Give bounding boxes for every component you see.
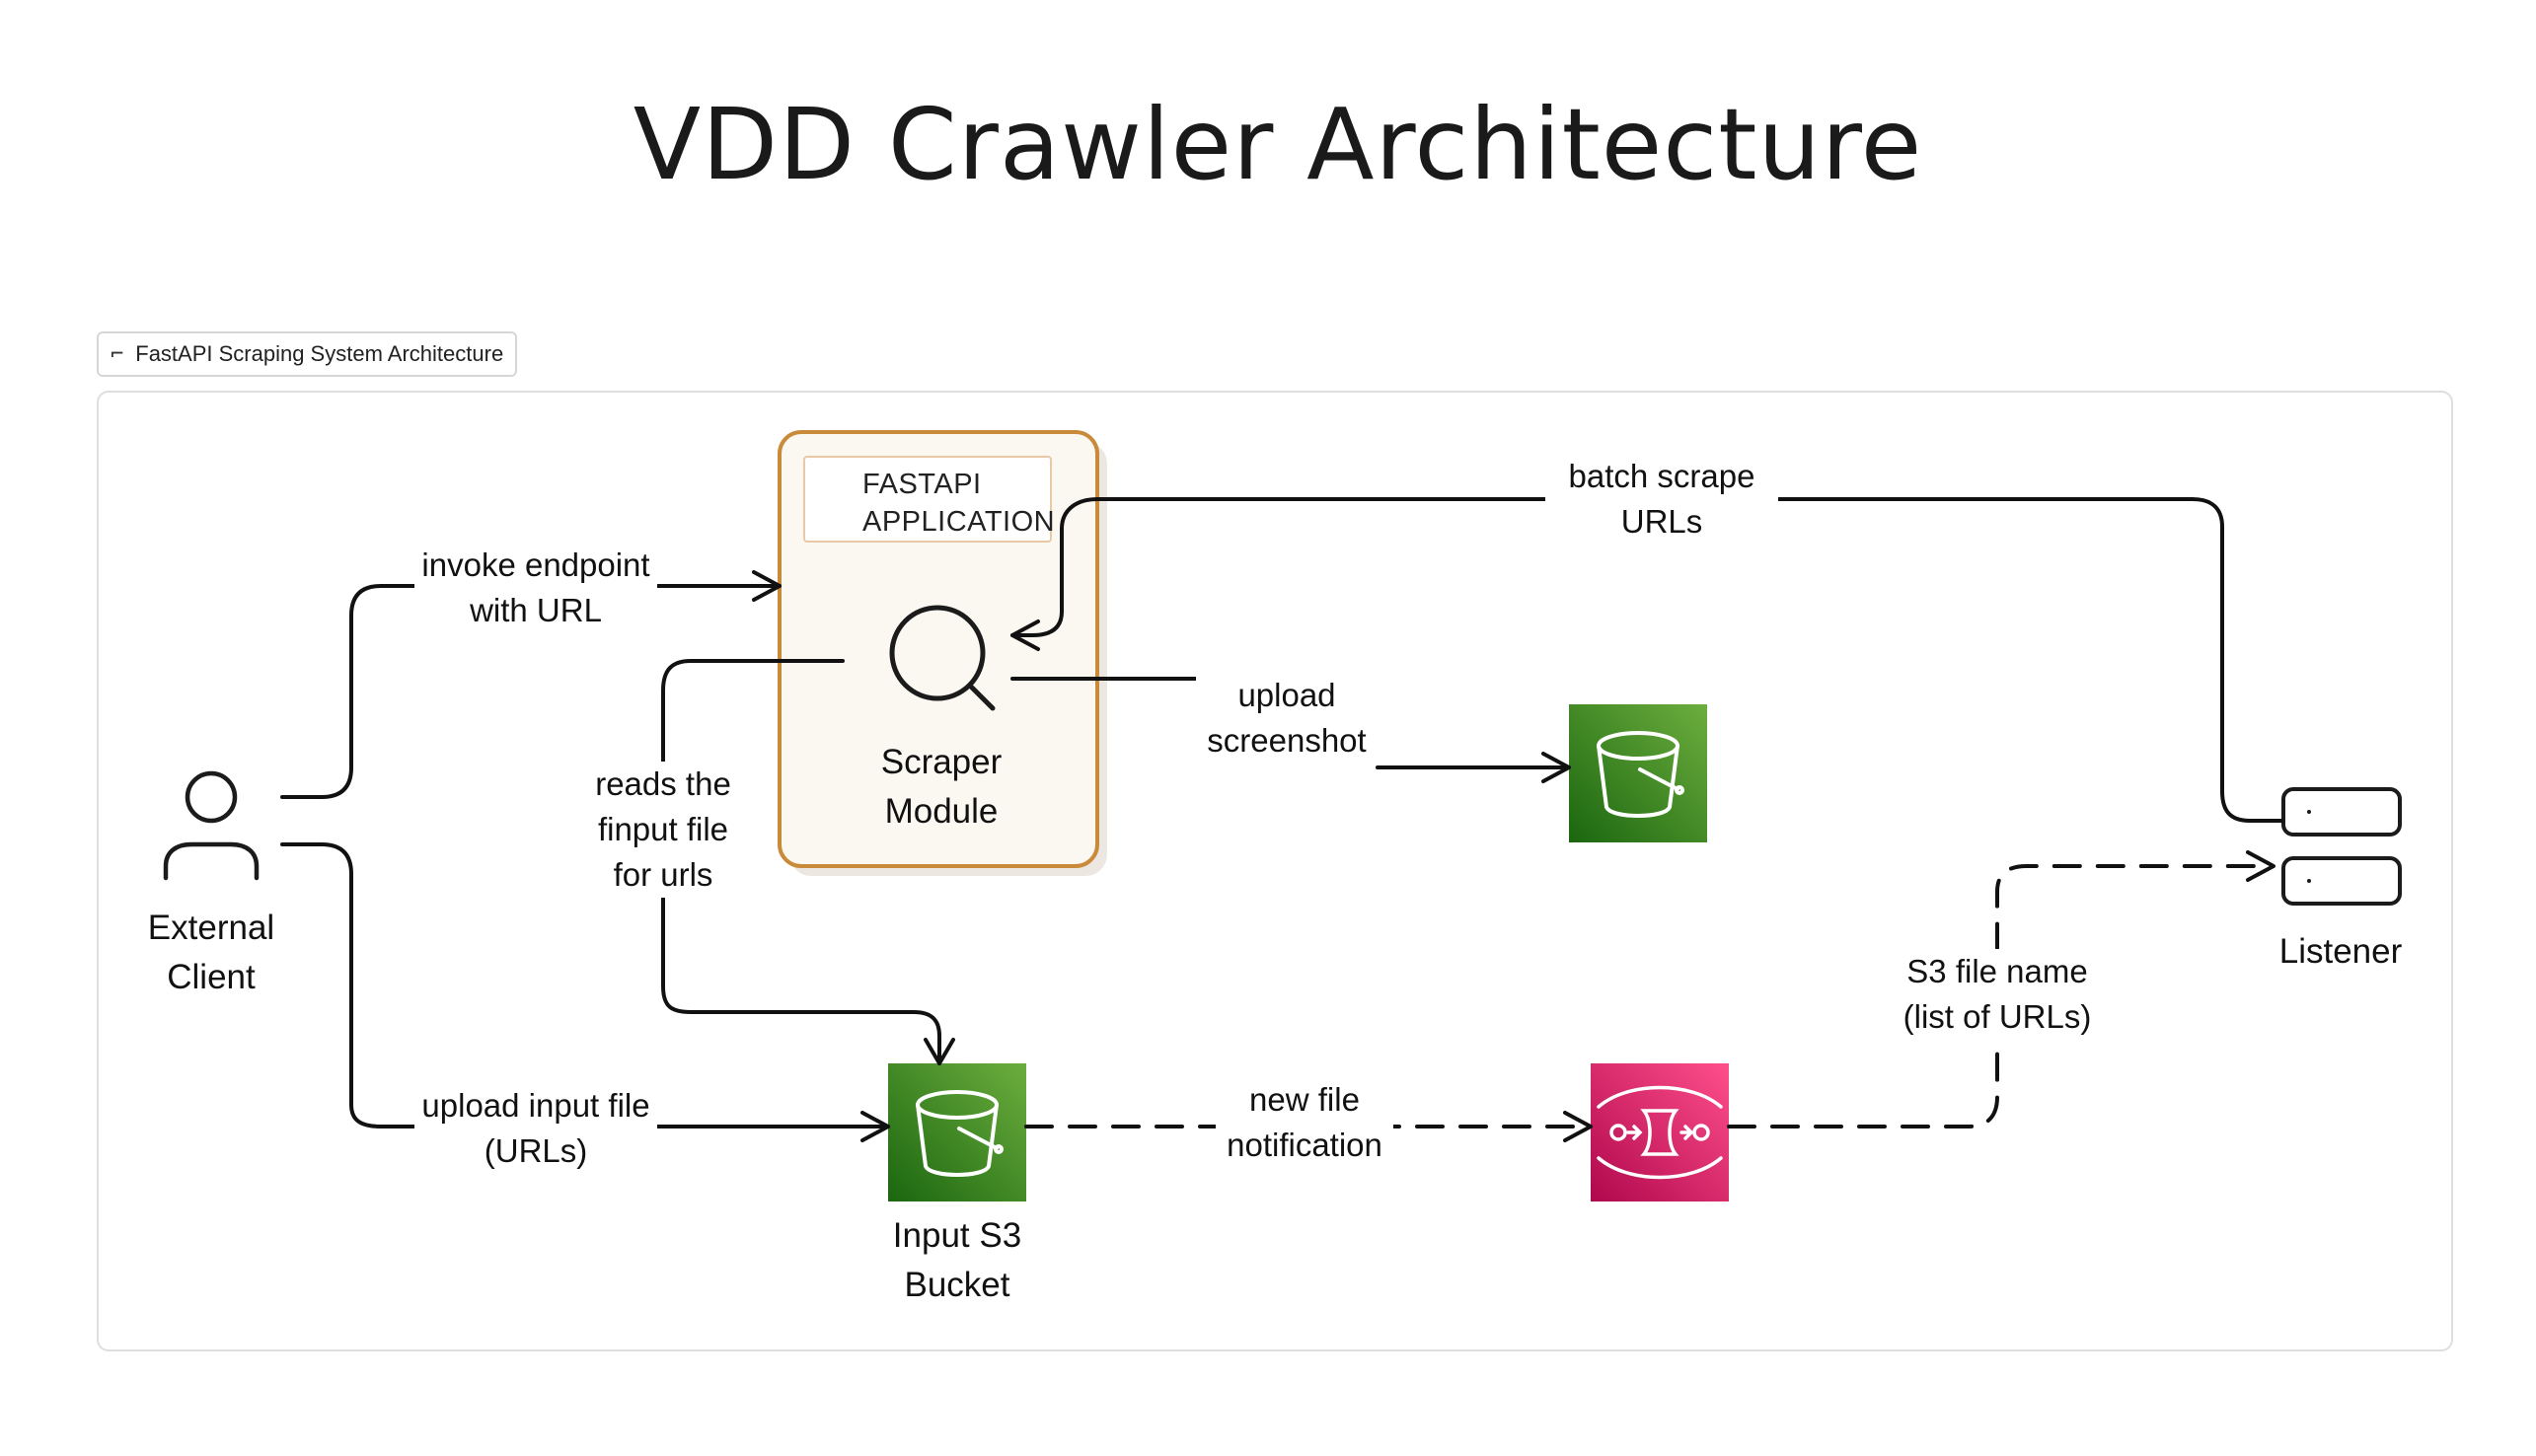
- fastapi-app-label-box: FASTAPI APPLICATION: [803, 456, 1056, 543]
- edge-label-s3-file-name: S3 file name (list of URLs): [1881, 949, 2114, 1040]
- edge-label-new-file: new file notification: [1216, 1077, 1393, 1168]
- listener-label: Listener: [2278, 932, 2403, 971]
- frame-corner-icon: ⌐: [111, 341, 124, 367]
- edge-label-batch-scrape: batch scrape URLs: [1545, 454, 1778, 545]
- search-icon: [889, 605, 996, 711]
- input-s3-bucket-icon[interactable]: [888, 1063, 1026, 1201]
- edge-label-upload-input: upload input file (URLs): [414, 1083, 657, 1174]
- screenshot-bucket-icon[interactable]: [1569, 704, 1707, 842]
- sqs-queue-icon[interactable]: [1591, 1063, 1729, 1201]
- edge-invoke-endpoint: [280, 584, 782, 799]
- frame-tab[interactable]: ⌐ FastAPI Scraping System Architecture: [97, 331, 518, 377]
- frame-tab-label: FastAPI Scraping System Architecture: [135, 341, 504, 366]
- edge-upload-input-file: [280, 842, 890, 1128]
- fastapi-app-label: FASTAPI APPLICATION: [862, 469, 1056, 538]
- scraper-module-label: Scraper Module: [880, 743, 1003, 831]
- edge-label-upload-screenshot: upload screenshot: [1196, 673, 1378, 764]
- input-s3-bucket-label: Input S3 Bucket: [892, 1216, 1022, 1304]
- user-icon: [163, 770, 260, 881]
- external-client-label: External Client: [147, 909, 275, 996]
- page-title: VDD Crawler Architecture: [633, 87, 1923, 202]
- edge-label-invoke: invoke endpoint with URL: [414, 543, 657, 633]
- edge-label-reads: reads the finput file for urls: [586, 762, 740, 898]
- server-icon[interactable]: [2281, 787, 2402, 906]
- edge-reads-input-file: [661, 659, 941, 1065]
